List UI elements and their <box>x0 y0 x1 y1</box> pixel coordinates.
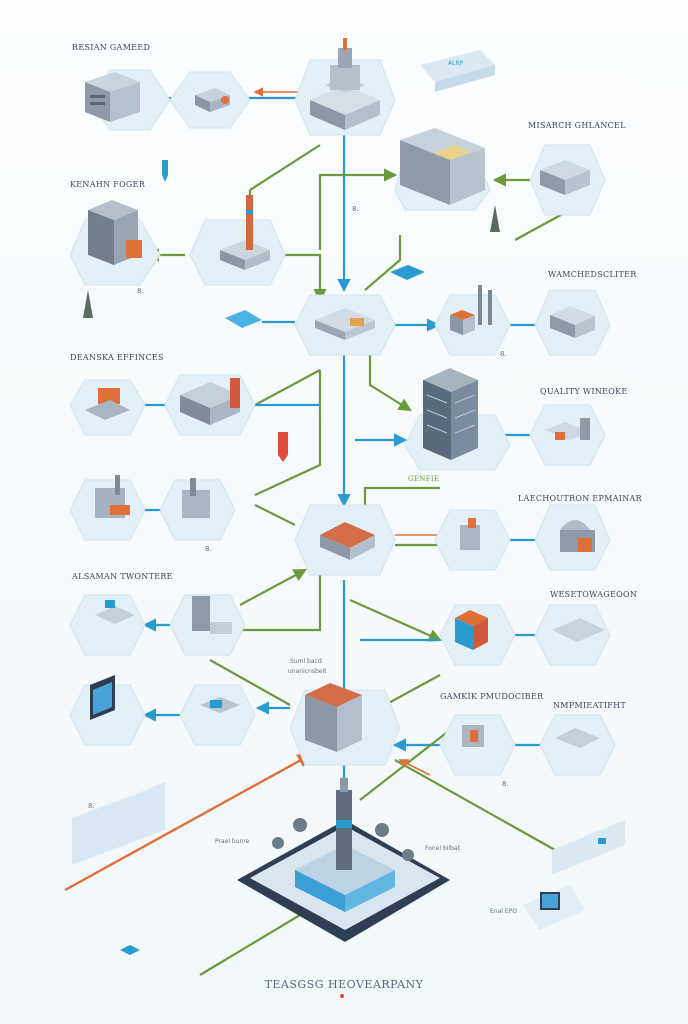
tile-tag: ALRP <box>448 60 464 67</box>
main-tower-building-icon <box>310 38 380 130</box>
base-note-right-1: Fonel bilbat <box>425 845 460 852</box>
tree-icon-a <box>490 205 500 232</box>
label-research-channel: MISARCH GHLANCEL <box>528 121 626 130</box>
hex-tiles <box>69 59 616 776</box>
office-tower-icon <box>423 368 478 460</box>
lab-factory-icon-a <box>95 475 130 518</box>
warehouse-b-icon <box>550 306 595 338</box>
hub-second-building-icon <box>320 522 375 560</box>
west-vehicle-icon <box>552 618 605 642</box>
label-west-station: WESETOWAGEOON <box>550 590 638 599</box>
warehouse-a-icon <box>450 285 492 335</box>
footer-title: TEASGSG HEOVEARPANY <box>264 978 424 991</box>
blue-square-icon <box>120 945 140 955</box>
monitor-screen-icon <box>90 675 115 720</box>
bottom-hub-building-icon <box>305 683 362 752</box>
label-manufacturing: NMPMIEATIFHT <box>553 701 627 710</box>
note-3: 8. <box>500 350 507 358</box>
pin-icon <box>162 160 168 182</box>
gamma-machine-icon-a <box>462 725 484 747</box>
label-location-power: KENAHN FOGER <box>70 180 146 189</box>
side-blocks <box>72 50 625 930</box>
label-research-center: RESIAN GAMEED <box>72 43 151 52</box>
note-1: 8. <box>352 205 359 213</box>
label-alarm-monitor: ALSAMAN TWONTERE <box>72 572 173 581</box>
tile-monitor-b <box>179 684 256 746</box>
hub-note-a: Suml bacd <box>290 658 322 665</box>
research-center-building-icon <box>85 72 140 122</box>
warehouse-solar-building-icon <box>400 128 485 205</box>
label-warehouse-center: WAMCHEDSCLITER <box>548 270 637 279</box>
central-hub-machine-icon <box>315 308 375 340</box>
note-5: 8. <box>502 780 509 788</box>
alarm-cabinet-icon <box>192 596 232 634</box>
lab-factory-icon-b <box>182 478 210 518</box>
label-data-center: DEANSKA EFFINCES <box>70 353 164 362</box>
gamma-machine-icon-b <box>555 728 600 748</box>
buildings <box>85 38 605 752</box>
data-building-icon <box>180 378 240 425</box>
quality-machine-icon <box>545 418 590 440</box>
tile-monitor-a <box>69 684 146 746</box>
label-quality-control: QUALITY WINEOKE <box>540 387 628 396</box>
base-platform <box>237 778 450 942</box>
footer-dot-icon <box>340 994 344 998</box>
base-note-left: Prael bunre <box>215 838 250 845</box>
note-6: 8. <box>88 802 95 810</box>
tree-icon-b <box>83 290 93 318</box>
lab-dome-icon <box>560 520 595 552</box>
markers <box>83 160 606 955</box>
blue-cube-icon <box>390 265 425 280</box>
alert-icon <box>278 432 288 462</box>
note-2: 8. <box>137 287 144 295</box>
research-channel-machine-icon <box>540 160 590 195</box>
monitor-machine-icon <box>200 697 240 713</box>
connector-lines <box>64 87 571 976</box>
west-building-icon <box>455 610 488 650</box>
label-geno: GENFIE <box>408 475 440 483</box>
data-machine-icon <box>85 388 130 420</box>
tile-alarm-a <box>69 594 146 656</box>
chimney-plant-icon <box>220 195 270 270</box>
alarm-machine-icon-a <box>95 600 135 624</box>
label-gamma-hub: GAMKIK PMUDOCIBER <box>440 692 544 701</box>
small-tag-icon <box>598 838 606 844</box>
machine-icon-a <box>195 88 230 112</box>
base-note-right-2: Enal EPO <box>490 908 517 915</box>
label-lab-engineering: LAECHOUTRON EPMAINAR <box>518 494 642 503</box>
blue-tag-icon <box>225 310 262 328</box>
hub-note-b: unanicnsbeit <box>288 668 327 675</box>
lab-machine-icon-c <box>460 518 480 550</box>
power-building-icon <box>88 200 142 265</box>
note-4: 8. <box>205 545 212 553</box>
